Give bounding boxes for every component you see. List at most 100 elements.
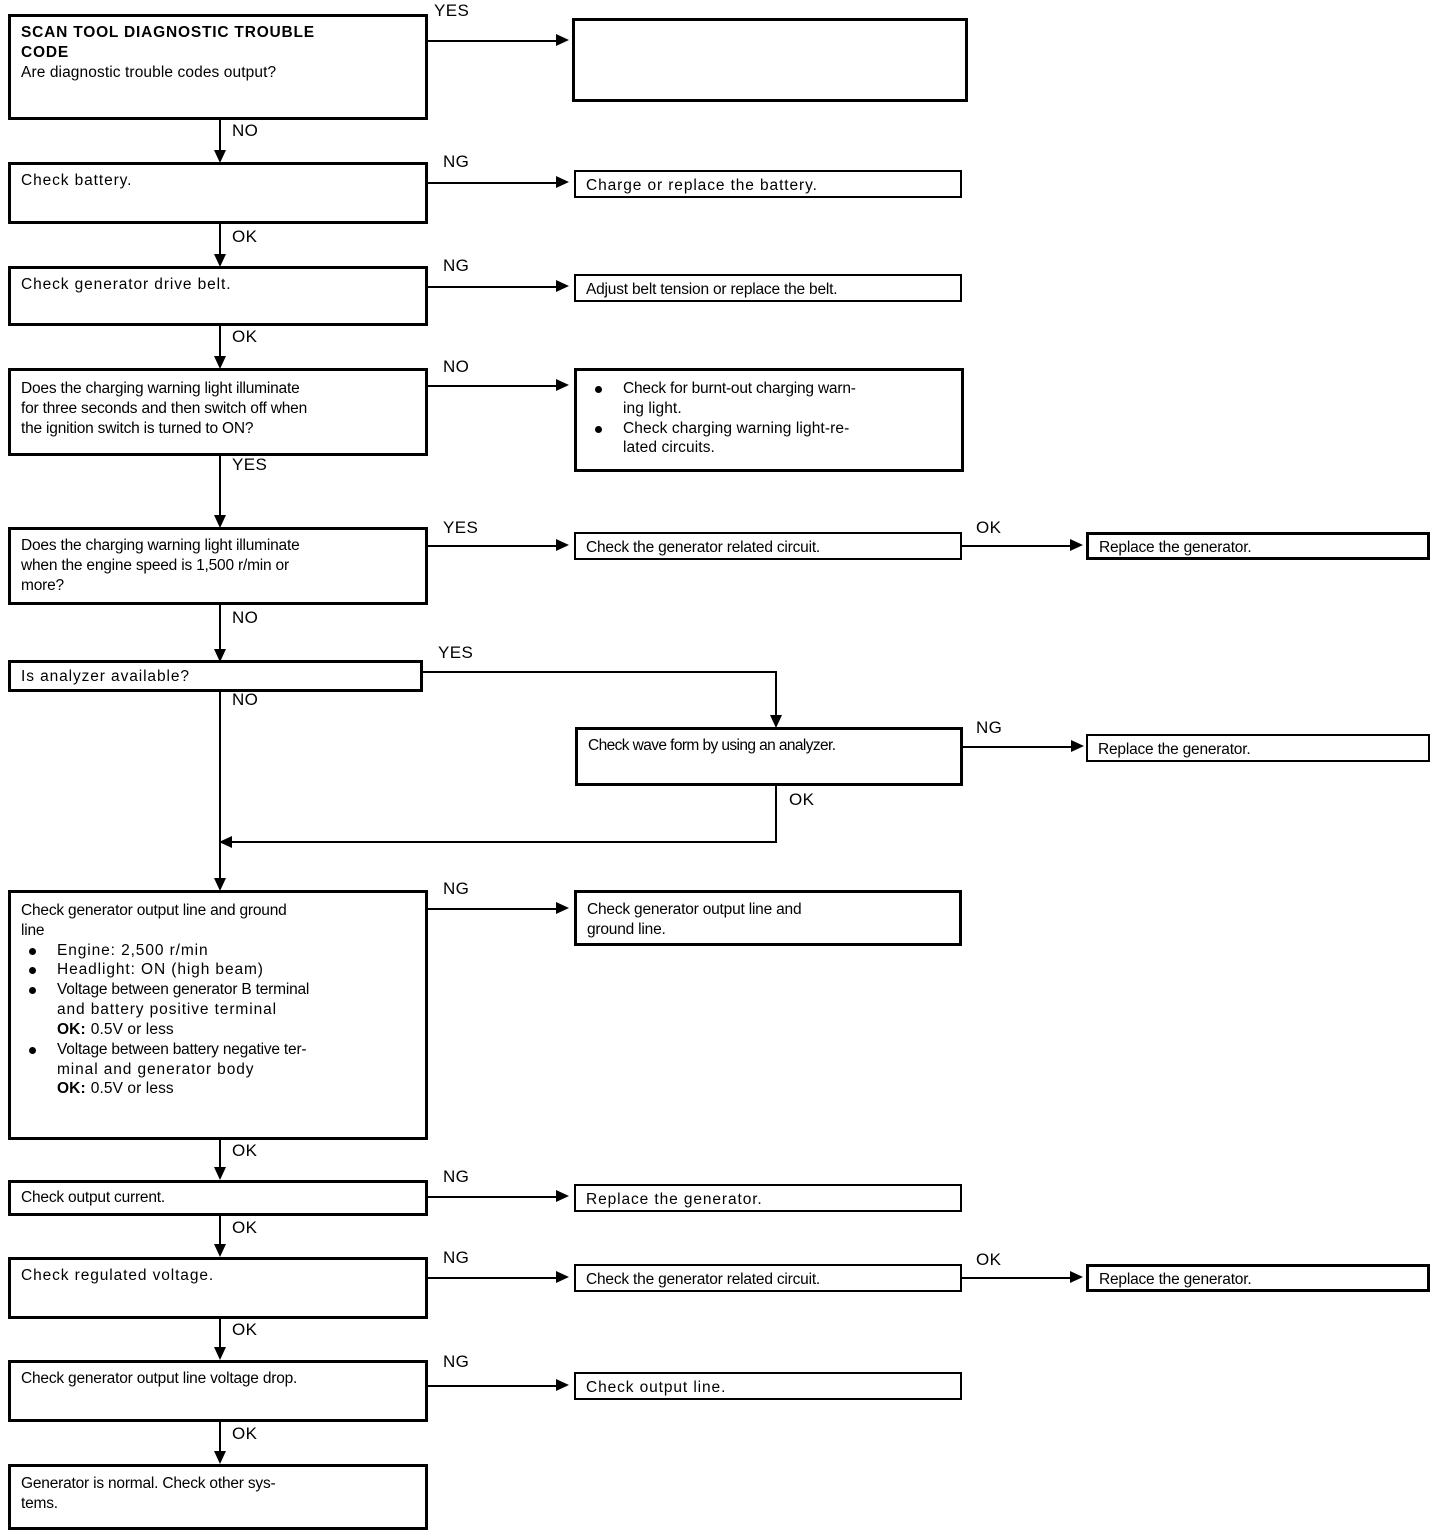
edge-analyzer-yes-horizontal bbox=[423, 671, 777, 673]
output-ground-ng-line1: Check generator output line and bbox=[587, 901, 802, 918]
arrowhead-drive-belt-ok bbox=[214, 356, 226, 369]
edge-output-current-ng bbox=[428, 1196, 558, 1198]
warning-light-checks-list: Check for burnt-out charging warn- ing l… bbox=[587, 379, 953, 458]
output-ground-bullet-headlight: Headlight: ON (high beam) bbox=[21, 960, 417, 980]
edge-label-yes-1: YES bbox=[434, 1, 470, 20]
arrowhead-warning-1500-yes bbox=[556, 539, 569, 551]
edge-regulated-voltage-ng bbox=[428, 1277, 558, 1279]
edge-label-ng-regulated-voltage: NG bbox=[443, 1248, 470, 1267]
check-voltage-drop-text: Check generator output line voltage drop… bbox=[21, 1370, 298, 1387]
edge-label-ok-gen-circuit-1: OK bbox=[976, 518, 1002, 537]
arrowhead-warning-3s-yes bbox=[214, 515, 226, 528]
edge-label-ng-waveform: NG bbox=[976, 718, 1003, 737]
node-warning-light-1500-rpm[interactable]: Does the charging warning light illumina… bbox=[8, 527, 428, 605]
edge-regulated-voltage-ok bbox=[219, 1319, 221, 1352]
arrowhead-voltage-drop-ok bbox=[214, 1451, 226, 1464]
arrowhead-regulated-voltage-ok bbox=[214, 1347, 226, 1360]
node-scan-tool-yes-target[interactable] bbox=[572, 18, 968, 102]
arrowhead-scan-tool-yes bbox=[556, 34, 569, 46]
edge-warning-3s-yes bbox=[219, 456, 221, 519]
warning-light-1500-line1: Does the charging warning light illumina… bbox=[21, 537, 300, 554]
node-check-output-line-voltage-drop[interactable]: Check generator output line voltage drop… bbox=[8, 1360, 428, 1422]
node-warning-light-checks[interactable]: Check for burnt-out charging warn- ing l… bbox=[574, 368, 964, 472]
warning-light-check-item-1: Check for burnt-out charging warn- ing l… bbox=[587, 379, 953, 419]
check-gen-circuit-2-text: Check the generator related circuit. bbox=[586, 1271, 821, 1288]
edge-label-no-warning-3s: NO bbox=[443, 357, 470, 376]
arrowhead-analyzer-no bbox=[214, 878, 226, 891]
node-check-generator-drive-belt[interactable]: Check generator drive belt. bbox=[8, 266, 428, 326]
edge-drive-belt-ok bbox=[219, 326, 221, 360]
node-replace-generator-4[interactable]: Replace the generator. bbox=[1086, 1264, 1430, 1292]
node-check-output-current[interactable]: Check output current. bbox=[8, 1180, 428, 1216]
node-is-analyzer-available[interactable]: Is analyzer available? bbox=[8, 660, 423, 692]
node-replace-generator-2[interactable]: Replace the generator. bbox=[1086, 734, 1430, 762]
output-ground-bullet-4-line2: minal and generator body bbox=[57, 1060, 255, 1078]
edge-scan-tool-no bbox=[219, 120, 221, 156]
arrowhead-output-current-ng bbox=[556, 1190, 569, 1202]
generator-normal-line1: Generator is normal. Check other sys- bbox=[21, 1475, 276, 1492]
edge-analyzer-yes-vertical bbox=[775, 671, 777, 719]
replace-generator-2-text: Replace the generator. bbox=[1098, 741, 1251, 758]
output-ground-bullet-headlight-text: Headlight: ON (high beam) bbox=[57, 961, 264, 979]
arrowhead-scan-tool-no bbox=[214, 150, 226, 163]
node-adjust-belt-tension[interactable]: Adjust belt tension or replace the belt. bbox=[574, 274, 962, 302]
check-output-ground-bullets: Engine: 2,500 r/min Headlight: ON (high … bbox=[21, 941, 417, 1100]
edge-warning-3s-no bbox=[428, 385, 558, 387]
edge-label-ok-gen-circuit-2: OK bbox=[976, 1250, 1002, 1269]
node-warning-light-three-seconds[interactable]: Does the charging warning light illumina… bbox=[8, 368, 428, 456]
output-ground-bullet-engine: Engine: 2,500 r/min bbox=[21, 941, 417, 961]
output-ground-bullet-voltage-negative-terminal: Voltage between battery negative ter- mi… bbox=[21, 1040, 417, 1099]
edge-label-ok-waveform: OK bbox=[789, 790, 815, 809]
output-ground-bullet-3-line1: Voltage between generator B terminal bbox=[57, 981, 310, 999]
node-check-generator-output-and-ground-line[interactable]: Check generator output line and ground l… bbox=[8, 890, 428, 1140]
node-generator-is-normal[interactable]: Generator is normal. Check other sys- te… bbox=[8, 1464, 428, 1530]
node-replace-generator-3[interactable]: Replace the generator. bbox=[574, 1184, 962, 1212]
edge-label-no-warning-1500: NO bbox=[232, 608, 259, 627]
node-scan-tool-diagnostic-trouble-code[interactable]: SCAN TOOL DIAGNOSTIC TROUBLE CODE Are di… bbox=[8, 14, 428, 120]
node-check-output-line[interactable]: Check output line. bbox=[574, 1372, 962, 1400]
edge-output-ground-ok bbox=[219, 1140, 221, 1172]
output-ground-bullet-4-ok-label: OK: bbox=[57, 1080, 86, 1098]
arrowhead-output-ground-ok bbox=[214, 1167, 226, 1180]
arrowhead-warning-3s-no bbox=[556, 379, 569, 391]
warning-light-1500-line3: more? bbox=[21, 576, 64, 594]
node-check-generator-output-ground-line-ng[interactable]: Check generator output line and ground l… bbox=[574, 890, 962, 946]
edge-scan-tool-yes bbox=[428, 40, 558, 42]
warning-light-3s-line2: for three seconds and then switch off wh… bbox=[21, 399, 307, 417]
node-check-generator-related-circuit-1[interactable]: Check the generator related circuit. bbox=[574, 532, 962, 560]
warning-light-3s-line3: the ignition switch is turned to ON? bbox=[21, 419, 254, 437]
warning-light-check-1-line1: Check for burnt-out charging warn- bbox=[623, 380, 856, 397]
node-check-generator-related-circuit-2[interactable]: Check the generator related circuit. bbox=[574, 1264, 962, 1292]
output-ground-bullet-4-line1: Voltage between battery negative ter- bbox=[57, 1040, 307, 1058]
generator-normal-line2: tems. bbox=[21, 1494, 58, 1512]
edge-label-ng-battery: NG bbox=[443, 152, 470, 171]
edge-wave-form-ok-vertical bbox=[775, 786, 777, 842]
arrowhead-output-ground-ng bbox=[556, 902, 569, 914]
edge-label-yes-analyzer: YES bbox=[438, 643, 474, 662]
replace-generator-4-text: Replace the generator. bbox=[1099, 1271, 1252, 1288]
edge-output-ground-ng bbox=[428, 908, 558, 910]
edge-check-battery-ng bbox=[428, 182, 558, 184]
output-ground-bullet-3-ok-value: 0.5V or less bbox=[90, 1020, 174, 1038]
edge-label-ok-voltage-drop: OK bbox=[232, 1424, 258, 1443]
node-charge-or-replace-battery[interactable]: Charge or replace the battery. bbox=[574, 170, 962, 198]
edge-gen-circuit-1-ok bbox=[962, 545, 1072, 547]
node-replace-generator-1[interactable]: Replace the generator. bbox=[1086, 532, 1430, 560]
arrowhead-wave-form-ok bbox=[219, 836, 232, 848]
arrowhead-gen-circuit-2-ok bbox=[1070, 1271, 1083, 1283]
node-check-wave-form-by-analyzer[interactable]: Check wave form by using an analyzer. bbox=[575, 727, 963, 786]
arrowhead-check-battery-ok bbox=[214, 254, 226, 267]
check-battery-text: Check battery. bbox=[21, 172, 133, 189]
output-ground-bullet-4-ok-value: 0.5V or less bbox=[90, 1080, 174, 1098]
charge-replace-battery-text: Charge or replace the battery. bbox=[586, 177, 818, 194]
arrowhead-drive-belt-ng bbox=[556, 280, 569, 292]
edge-label-ng-voltage-drop: NG bbox=[443, 1352, 470, 1371]
node-check-regulated-voltage[interactable]: Check regulated voltage. bbox=[8, 1257, 428, 1319]
warning-light-check-item-2: Check charging warning light-re- lated c… bbox=[587, 419, 953, 459]
arrowhead-warning-1500-no bbox=[214, 649, 226, 662]
node-check-battery[interactable]: Check battery. bbox=[8, 162, 428, 224]
scan-tool-title-line2: CODE bbox=[21, 43, 69, 61]
check-output-line-text: Check output line. bbox=[586, 1379, 727, 1396]
output-ground-bullet-3-ok-label: OK: bbox=[57, 1020, 86, 1038]
